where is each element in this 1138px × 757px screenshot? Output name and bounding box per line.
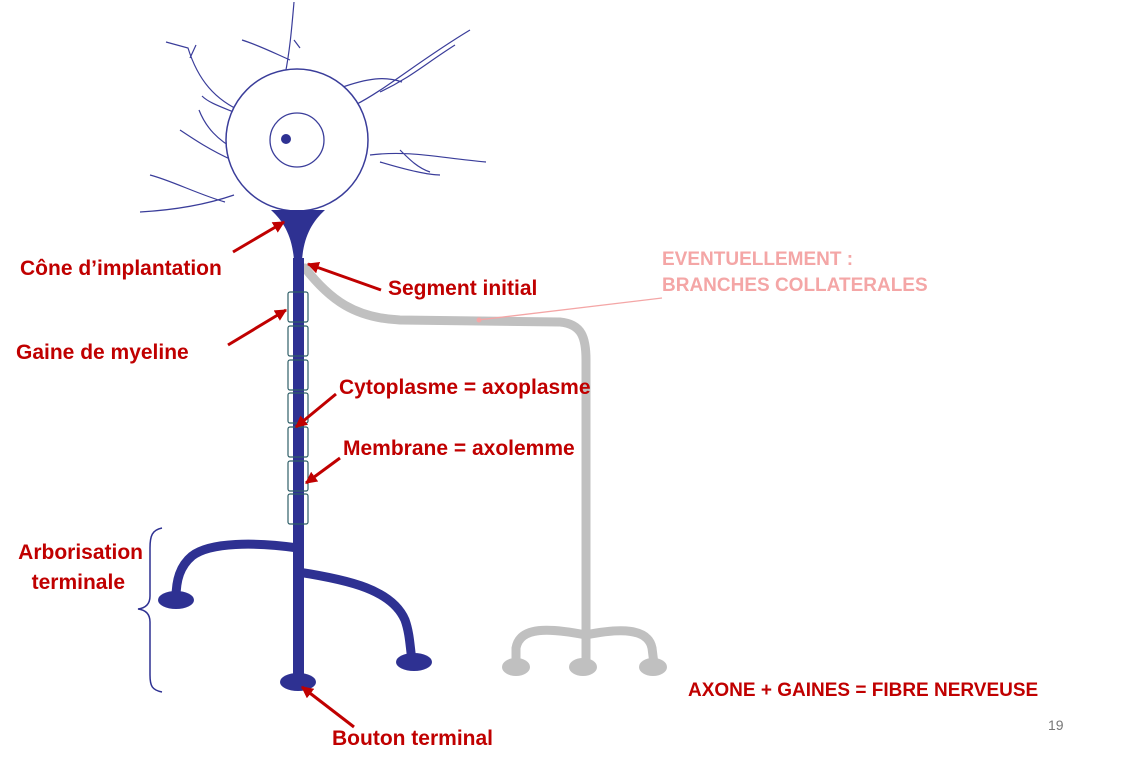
dendrite — [369, 149, 487, 176]
collateral-branch — [300, 263, 659, 669]
terminal-boutons — [158, 591, 432, 691]
terminal-branches — [171, 539, 417, 665]
label-gaine-myeline: Gaine de myeline — [16, 341, 189, 364]
arrow-collateral — [477, 297, 663, 321]
label-arborisation-line2: terminale — [31, 571, 125, 594]
axon-hillock — [271, 210, 325, 260]
page-number: 19 — [1048, 717, 1064, 733]
arrow-segment — [306, 261, 382, 292]
dendrites — [139, 1, 487, 213]
bouton — [158, 591, 194, 609]
label-membrane: Membrane = axolemme — [343, 437, 575, 460]
dendrite — [354, 29, 471, 106]
arrow-membrane — [305, 456, 341, 485]
arrow-cytoplasme — [295, 392, 337, 429]
arrow-bouton — [301, 685, 355, 729]
dendrite — [165, 41, 244, 117]
collateral-boutons — [502, 658, 667, 676]
dendrite — [241, 1, 301, 76]
dendrite — [139, 174, 235, 213]
axon — [293, 258, 304, 682]
label-bouton-terminal: Bouton terminal — [332, 727, 493, 750]
label-cytoplasme: Cytoplasme = axoplasme — [339, 376, 591, 399]
label-arrows — [227, 220, 382, 729]
label-eventuellement: EVENTUELLEMENT : — [662, 249, 854, 270]
label-branches-collaterales: BRANCHES COLLATERALES — [662, 275, 928, 296]
bouton — [396, 653, 432, 671]
label-arborisation-line1: Arborisation — [18, 541, 143, 564]
arrow-cone — [232, 220, 286, 254]
label-cone-implantation: Cône d’implantation — [20, 257, 222, 280]
label-axone-gaines: AXONE + GAINES = FIBRE NERVEUSE — [688, 680, 1039, 701]
nucleus — [269, 112, 325, 168]
arborisation-brace — [137, 527, 163, 693]
nucleolus — [281, 134, 291, 144]
label-segment-initial: Segment initial — [388, 277, 538, 300]
bouton — [280, 673, 316, 691]
arrow-gaine — [227, 308, 288, 347]
dendrite — [339, 78, 403, 89]
